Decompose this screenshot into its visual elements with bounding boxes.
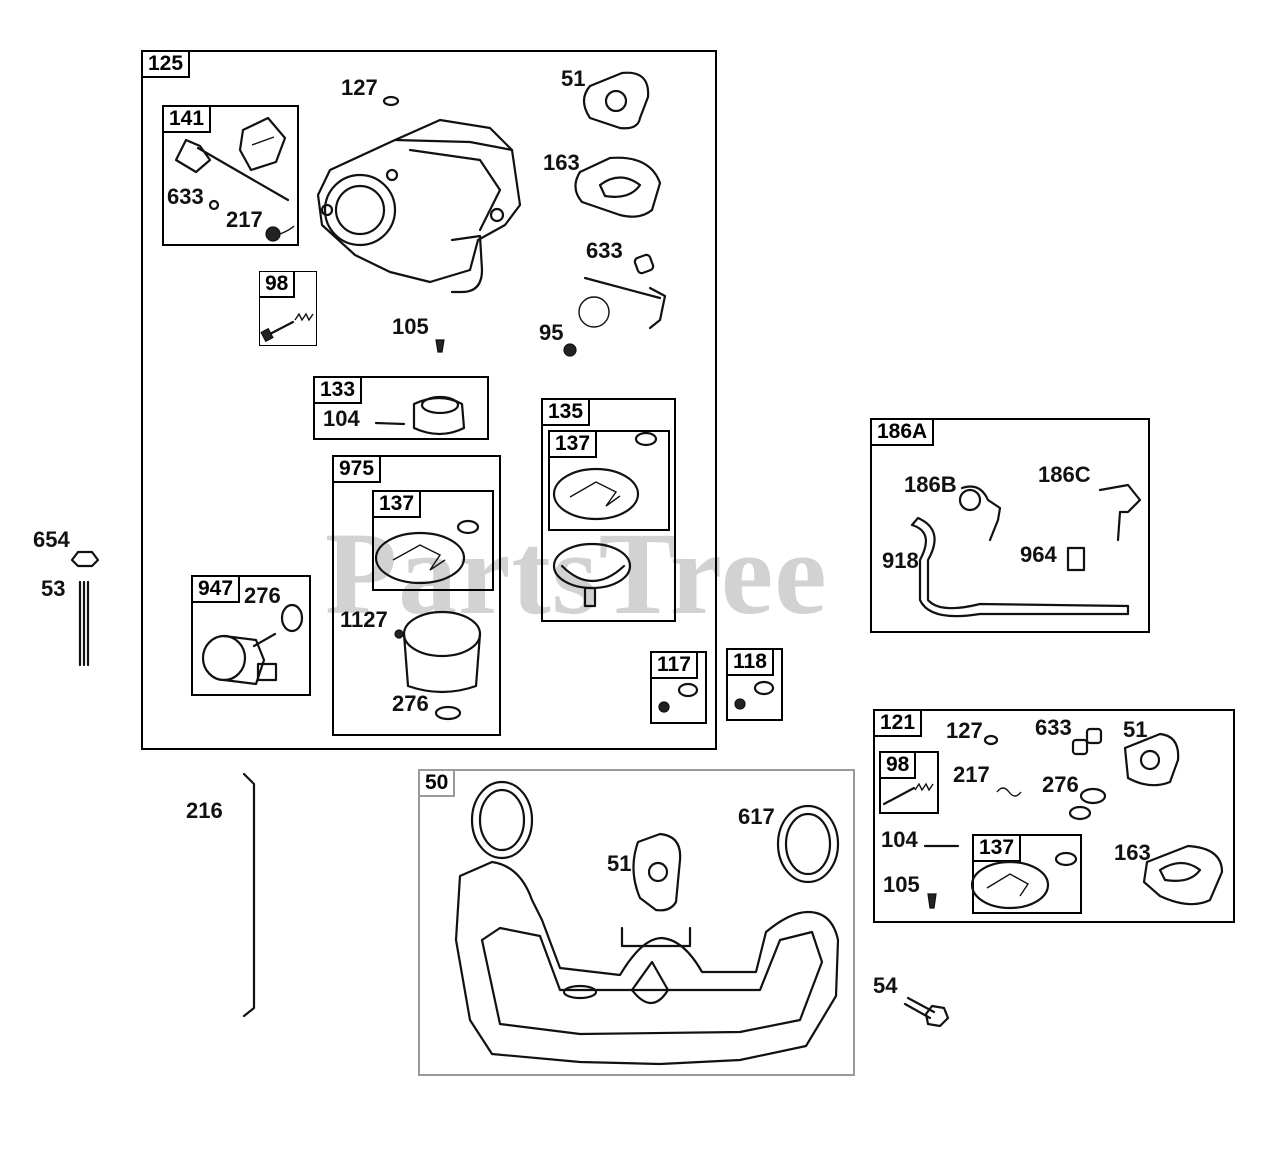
assembly-box-137-in-135: 137 — [548, 430, 670, 531]
assembly-box-50: 50 — [418, 769, 855, 1076]
assembly-box-118: 118 — [726, 648, 783, 721]
part-label-617: 617 — [738, 804, 775, 829]
assembly-box-137-in-975: 137 — [372, 490, 494, 591]
fuel-pump-135-drawing — [552, 542, 632, 608]
carburetor-body-drawing — [316, 118, 522, 294]
part-label-163: 163 — [543, 150, 580, 175]
choke-shaft-drawing — [174, 116, 295, 242]
part-label-104: 104 — [881, 827, 918, 852]
screw-spring-drawing — [260, 312, 314, 343]
part-label-54: 54 — [873, 973, 898, 998]
part-label-104: 104 — [323, 406, 360, 431]
assembly-tag-137: 137 — [974, 836, 1022, 862]
gasket-set-137-drawing — [970, 851, 1078, 910]
assembly-box-125: 125 — [141, 50, 717, 750]
fuel-fittings-186-drawing — [910, 483, 1142, 618]
assembly-tag-135: 135 — [543, 400, 591, 426]
assembly-box-975: 975 — [332, 455, 501, 736]
screw-95-drawing — [563, 343, 577, 357]
assembly-tag-975: 975 — [334, 457, 382, 483]
gasket-set-137-drawing — [552, 431, 658, 521]
part-label-217: 217 — [226, 207, 263, 232]
bushing-633-drawing — [633, 253, 655, 275]
assembly-box-133: 133 — [313, 376, 489, 440]
part-label-633: 633 — [586, 238, 623, 263]
assembly-box-117: 117 — [650, 651, 707, 724]
part-label-163: 163 — [1114, 840, 1151, 865]
solenoid-947-drawing — [201, 603, 304, 686]
assembly-box-98: 98 — [259, 271, 317, 346]
assembly-box-186A: 186A — [870, 418, 1150, 633]
gasket-set-137-drawing — [374, 519, 480, 585]
assembly-tag-98: 98 — [881, 753, 917, 779]
part-label-127: 127 — [946, 718, 983, 743]
part-label-105: 105 — [883, 872, 920, 897]
part-label-633: 633 — [167, 184, 204, 209]
gasket-163-drawing — [574, 156, 662, 218]
part-label-53: 53 — [41, 576, 66, 601]
assembly-tag-133: 133 — [315, 378, 363, 404]
part-label-51: 51 — [561, 66, 586, 91]
assembly-tag-186A: 186A — [872, 420, 935, 446]
needle-105-drawing — [435, 339, 445, 353]
o-ring-127-drawing — [382, 95, 400, 107]
part-label-216: 216 — [186, 798, 223, 823]
part-label-105: 105 — [392, 314, 429, 339]
part-label-276: 276 — [1042, 772, 1079, 797]
assembly-tag-50: 50 — [420, 771, 456, 797]
part-label-51: 51 — [1123, 717, 1148, 742]
part-label-276: 276 — [244, 583, 281, 608]
assembly-box-947: 947 — [191, 575, 311, 696]
assembly-tag-98: 98 — [260, 272, 296, 298]
assembly-tag-947: 947 — [193, 577, 241, 603]
stud-53-drawing — [70, 550, 100, 667]
part-label-1127: 1127 — [340, 607, 388, 632]
assembly-tag-117: 117 — [652, 653, 698, 679]
link-rod-216-drawing — [242, 772, 256, 1018]
assembly-tag-125: 125 — [143, 52, 191, 78]
bolt-54-drawing — [903, 996, 950, 1028]
assembly-tag-137: 137 — [550, 432, 598, 458]
part-label-217: 217 — [953, 762, 990, 787]
assembly-tag-121: 121 — [875, 711, 923, 737]
part-label-186C: 186C — [1038, 462, 1091, 487]
part-label-276: 276 — [392, 691, 429, 716]
part-label-654: 654 — [33, 527, 70, 552]
part-label-633: 633 — [1035, 715, 1072, 740]
intake-manifold-50-drawing — [454, 780, 840, 1066]
assembly-box-98-in-121: 98 — [879, 751, 939, 814]
assembly-tag-137: 137 — [374, 492, 422, 518]
gasket-51-drawing — [582, 71, 650, 130]
assembly-tag-118: 118 — [728, 650, 774, 676]
assembly-tag-141: 141 — [164, 107, 212, 133]
part-label-127: 127 — [341, 75, 378, 100]
float-bowl-975-drawing — [394, 610, 482, 721]
assembly-box-137-in-121: 137 — [972, 834, 1082, 914]
assembly-box-135: 135 — [541, 398, 676, 622]
part-label-51: 51 — [607, 851, 632, 876]
assembly-box-121: 121 — [873, 709, 1235, 923]
part-label-918: 918 — [882, 548, 919, 573]
part-label-964: 964 — [1020, 542, 1057, 567]
part-label-95: 95 — [539, 320, 564, 345]
float-133-drawing — [374, 395, 466, 436]
assembly-box-141: 141 — [162, 105, 299, 246]
part-label-186B: 186B — [904, 472, 957, 497]
